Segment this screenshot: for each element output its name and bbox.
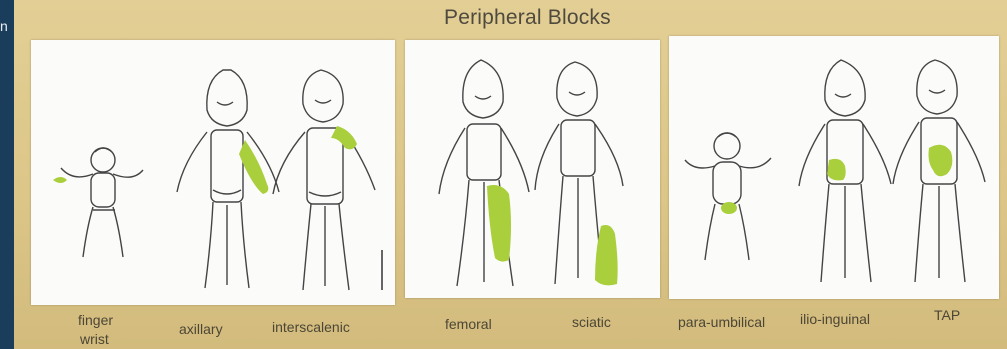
edge-text: n xyxy=(0,18,14,34)
label-axillary: axillary xyxy=(179,321,223,337)
upper-limb-figures xyxy=(31,40,395,305)
tap-highlight xyxy=(929,145,953,176)
slide-title: Peripheral Blocks xyxy=(444,6,611,30)
label-finger: finger xyxy=(78,312,113,328)
panel-lower-limb xyxy=(405,40,660,298)
para-umbilical-highlight xyxy=(721,202,737,214)
interscalenic-highlight xyxy=(331,126,357,149)
label-ilio-inguinal: ilio-inguinal xyxy=(800,311,870,327)
boy-figure-interscalenic xyxy=(273,70,375,290)
label-femoral: femoral xyxy=(445,316,492,332)
baby-figure xyxy=(61,148,143,257)
lower-limb-figures xyxy=(405,40,660,298)
slide-photo: Peripheral Blocks xyxy=(14,0,1007,349)
label-interscalenic: interscalenic xyxy=(272,319,350,335)
vertical-credit-text xyxy=(381,250,383,290)
trunk-figures xyxy=(669,36,999,299)
panel-trunk xyxy=(669,36,999,299)
girl-figure-femoral xyxy=(439,60,529,286)
panel-upper-limb xyxy=(31,40,395,305)
baby-figure-para-umbilical xyxy=(685,133,771,260)
ilio-inguinal-highlight xyxy=(827,159,846,181)
label-wrist: wrist xyxy=(80,331,109,347)
finger-wrist-highlight xyxy=(53,177,67,183)
label-para-umbilical: para-umbilical xyxy=(678,314,765,330)
label-tap: TAP xyxy=(934,307,960,323)
label-sciatic: sciatic xyxy=(572,314,611,330)
femoral-highlight xyxy=(487,185,511,262)
